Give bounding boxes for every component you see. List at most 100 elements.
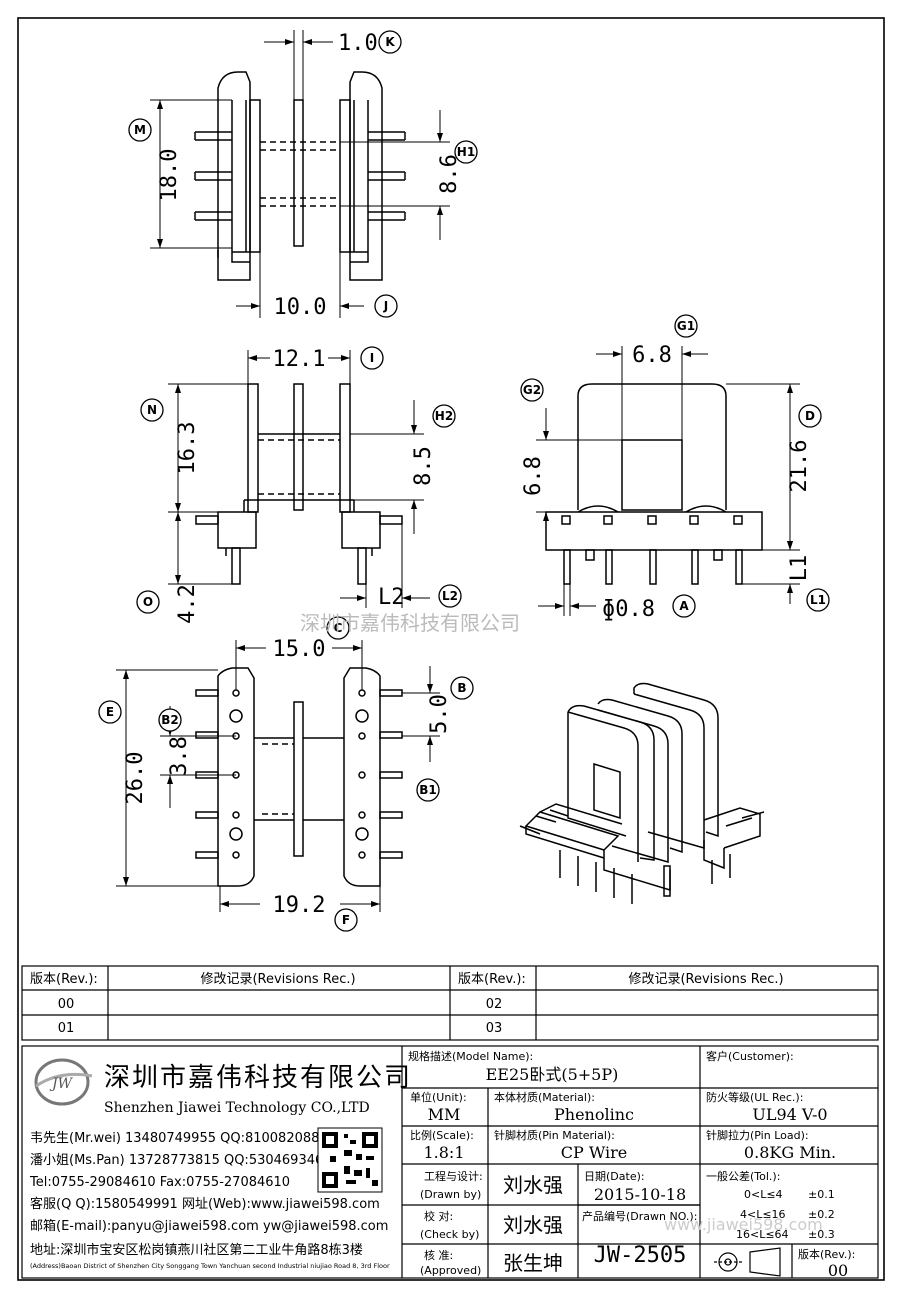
tag-h1: H1 (457, 145, 475, 159)
watermark-url: www.jiawei598.com (664, 1215, 823, 1234)
tag-i: I (370, 351, 374, 365)
material-label: 本体材质(Material): (494, 1090, 595, 1104)
date-label: 日期(Date): (584, 1170, 645, 1183)
title-block-grid (21, 1045, 879, 1279)
material-value: Phenolinc (554, 1105, 634, 1124)
tol-value-3: ±0.3 (808, 1228, 835, 1241)
drawn-value: 刘水强 (503, 1173, 563, 1197)
check-value: 刘水强 (503, 1213, 563, 1237)
logo-text: JW (49, 1076, 74, 1092)
rev-value: 00 (828, 1261, 848, 1280)
projection-symbol-icon (714, 1247, 781, 1277)
approve-label: 核 准: (424, 1248, 453, 1262)
view-top (195, 667, 403, 887)
pin-material-value: CP Wire (561, 1143, 628, 1162)
unit-label: 单位(Unit): (410, 1090, 467, 1104)
tag-a: A (679, 599, 689, 613)
view-front-dims (168, 350, 430, 608)
tag-l2: L2 (442, 589, 458, 603)
check-label-en: (Check by) (420, 1228, 479, 1241)
dim-m: 18.0 (157, 149, 182, 202)
dim-c: 15.0 (273, 637, 326, 662)
tag-b: B (457, 681, 466, 695)
dim-j: 10.0 (274, 295, 327, 320)
dim-k: 1.0 (338, 31, 378, 56)
tol-value-1: ±0.1 (808, 1188, 835, 1201)
tol-range-1: 0<L≤4 (744, 1188, 783, 1201)
tag-b1: B1 (419, 783, 437, 797)
tag-c: C (334, 621, 343, 635)
rev-label: 版本(Rev.): (798, 1247, 855, 1261)
view-side-top (194, 71, 406, 281)
tag-g2: G2 (523, 383, 541, 397)
contact-qq-web: 客服(Q Q):1580549991 网址(Web):www.jiawei598… (30, 1196, 380, 1212)
dim-n: 16.3 (175, 422, 200, 475)
date-value: 2015-10-18 (594, 1185, 686, 1204)
scale-value: 1.8:1 (423, 1143, 464, 1162)
dim-a: ɸ0.8 (602, 597, 655, 622)
contact-email: 邮箱(E-mail):panyu@jiawei598.com yw@jiawei… (30, 1218, 388, 1234)
dim-o: 4.2 (175, 584, 200, 624)
drawn-label-en: (Drawn by) (420, 1188, 481, 1201)
view-isometric (519, 682, 765, 904)
rec-header-right: 修改记录(Revisions Rec.) (628, 972, 783, 987)
address-cn: 地址:深圳市宝安区松岗镇燕川社区第二工业牛角路8栋3楼 (30, 1242, 363, 1258)
check-label: 校 对: (424, 1209, 453, 1223)
approve-value: 张生坤 (503, 1251, 563, 1275)
dim-b2: 3.8 (167, 736, 192, 776)
company-name-en: Shenzhen Jiawei Technology CO.,LTD (104, 1100, 370, 1116)
dim-e: 26.0 (123, 752, 148, 805)
tag-h2: H2 (435, 409, 453, 423)
view-side-top-dims (150, 30, 450, 318)
tol-range-3: 16<L≤64 (736, 1228, 789, 1241)
tol-value-2: ±0.2 (808, 1208, 835, 1221)
scale-label: 比例(Scale): (410, 1128, 474, 1142)
qr-code-icon (317, 1127, 383, 1193)
customer-label: 客户(Customer): (706, 1049, 794, 1063)
tol-label: 一般公差(Tol.): (706, 1169, 780, 1183)
drawing-no-value: JW-2505 (594, 1243, 687, 1268)
rec-header-left: 修改记录(Revisions Rec.) (200, 972, 355, 987)
tag-j: J (383, 299, 388, 313)
company-logo: JW (34, 1058, 93, 1106)
dim-l2: L2 (378, 585, 405, 610)
ul-label: 防火等级(UL Rec.): (706, 1090, 803, 1104)
sheet-border (17, 17, 885, 1281)
tag-l1: L1 (810, 593, 826, 607)
rev-header-right: 版本(Rev.): (458, 972, 526, 987)
rev-header-left: 版本(Rev.): (30, 972, 98, 987)
tag-m: M (134, 123, 146, 137)
contact-wei: 韦先生(Mr.wei) 13480749955 QQ:810082088 (30, 1131, 319, 1146)
model-value: EE25卧式(5+5P) (486, 1065, 619, 1084)
dim-f: 19.2 (273, 893, 326, 918)
rev-row-01: 01 (58, 1021, 75, 1036)
revision-table (21, 965, 879, 1041)
dimension-tags: K M H1 J I N H2 O L2 G1 G2 D L1 A C E B2… (98, 30, 830, 932)
tag-e: E (106, 705, 114, 719)
tag-f: F (342, 913, 350, 927)
tol-range-2: 4<L≤16 (740, 1208, 786, 1221)
contact-tel-fax: Tel:0755-29084610 Fax:0755-27084610 (29, 1175, 290, 1190)
tag-g1: G1 (677, 319, 695, 333)
pin-load-value: 0.8KG Min. (744, 1143, 836, 1162)
rev-row-00: 00 (58, 997, 75, 1012)
tag-o: O (143, 595, 153, 609)
contact-pan: 潘小姐(Ms.Pan) 13728773815 QQ:530469346 (30, 1153, 323, 1168)
approve-label-en: (Approved) (420, 1264, 481, 1277)
tag-b2: B2 (161, 713, 179, 727)
dim-b: 5.0 (427, 694, 452, 734)
dim-l1: L1 (787, 555, 812, 582)
ul-value: UL94 V-0 (752, 1105, 827, 1124)
model-label: 规格描述(Model Name): (408, 1049, 533, 1063)
rev-row-02: 02 (486, 997, 503, 1012)
address-en: (Address)Baoan District of Shenzhen City… (30, 1262, 390, 1270)
unit-value: MM (428, 1105, 461, 1124)
tag-n: N (147, 403, 157, 417)
pin-material-label: 针脚材质(Pin Material): (494, 1128, 615, 1142)
tag-k: K (385, 35, 395, 49)
view-front (195, 383, 403, 585)
view-top-dims (116, 640, 440, 912)
dim-g1: 6.8 (632, 343, 672, 368)
dim-h1: 8.6 (437, 154, 462, 194)
